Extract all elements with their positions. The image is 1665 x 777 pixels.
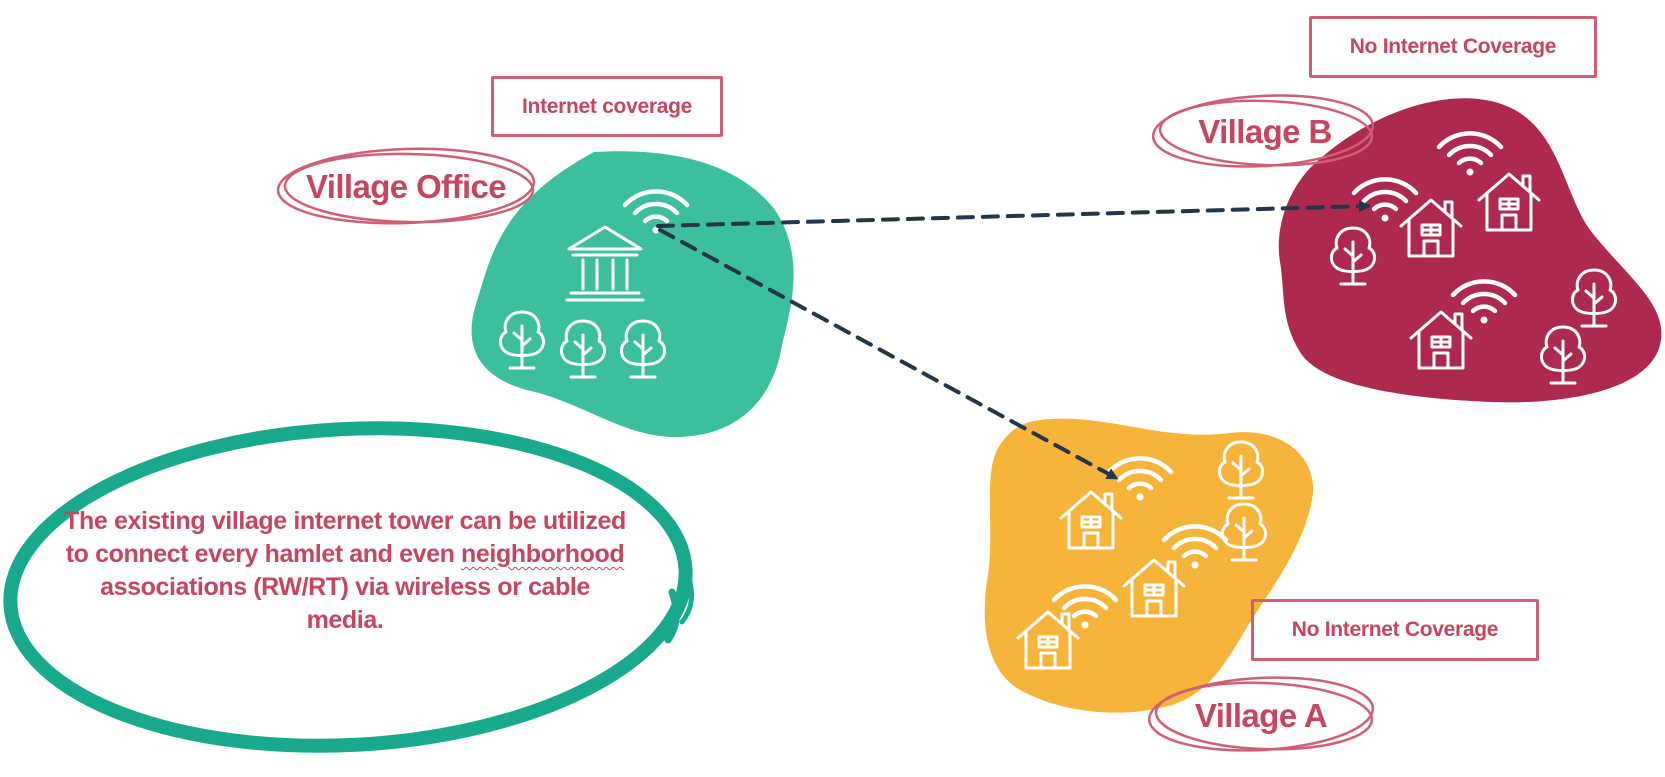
callout-text-after: associations (RW/RT) via wireless or cab… [100,573,590,634]
village-a-oval [1147,676,1375,752]
internet-coverage-label: Internet coverage [491,76,723,137]
link-office-to-village-b [656,200,1371,228]
callout-text: The existing village internet tower can … [60,505,630,637]
village-b-oval [1151,94,1375,168]
callout-text-before: The existing village internet tower can … [64,507,626,568]
village-office-label: Village Office [305,168,507,205]
callout-underlined-word: neighborhood [461,540,625,568]
village-a-coverage-label: No Internet Coverage [1251,599,1539,661]
village-office-area [471,151,794,438]
callout-ring [3,421,695,753]
village-a-label: Village A [1194,697,1328,734]
village-b-label: Village B [1198,113,1332,150]
link-office-to-village-a [658,228,1119,480]
village-office-oval [276,147,536,225]
village-b-area [1278,98,1662,403]
village-b-coverage-label: No Internet Coverage [1309,16,1597,78]
village-a-area [984,418,1314,713]
